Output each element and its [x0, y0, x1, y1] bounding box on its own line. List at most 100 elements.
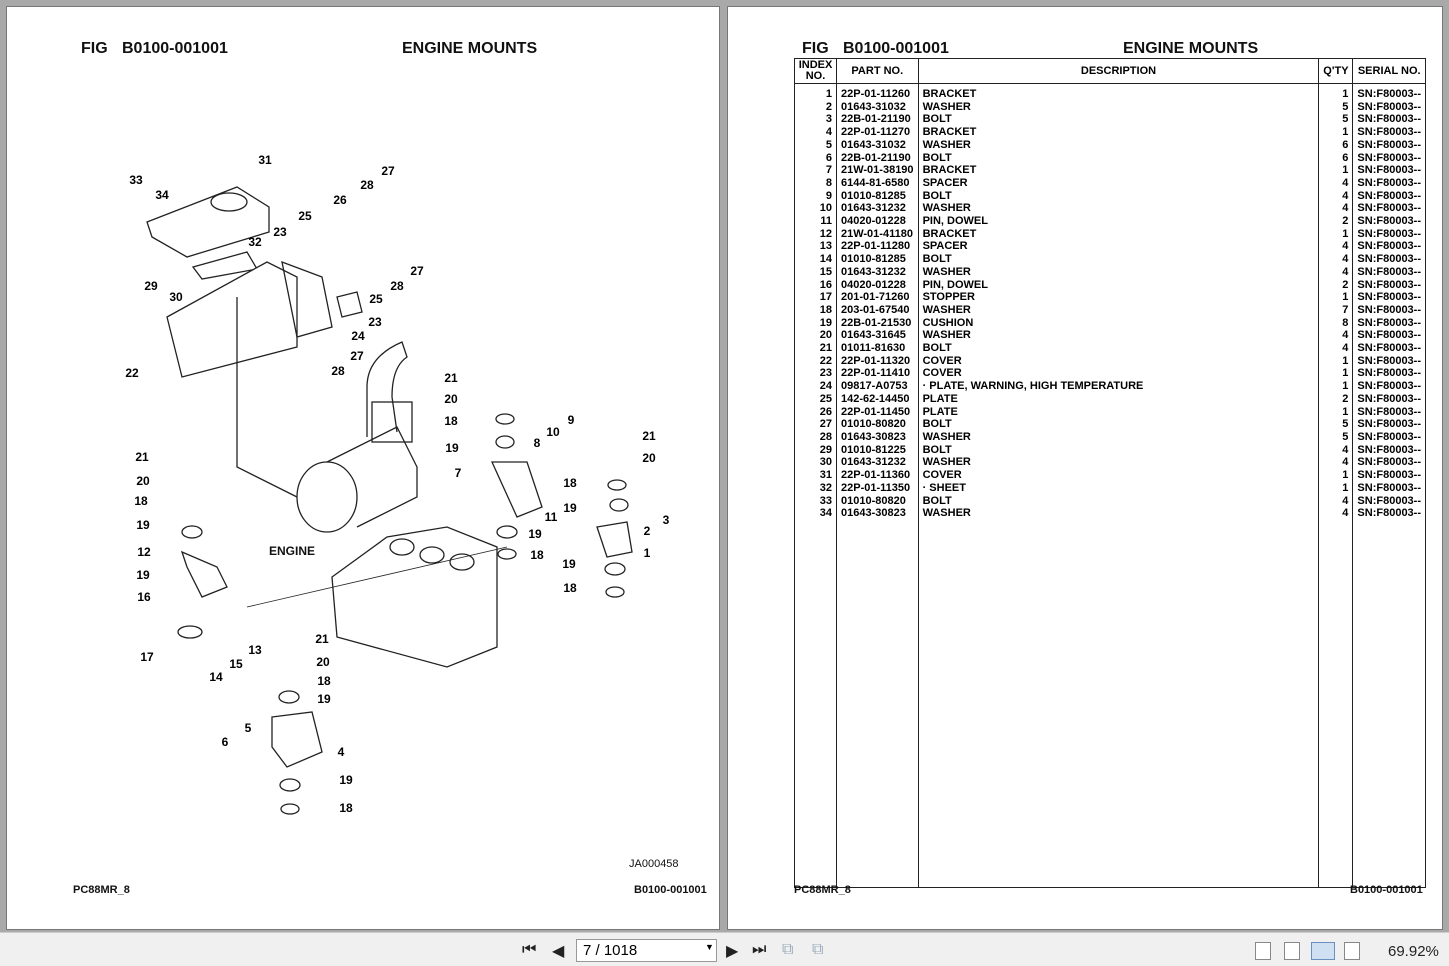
filler-cell — [1318, 519, 1354, 889]
cell-qty: 1 — [1318, 481, 1354, 495]
callout-number: 19 — [562, 557, 576, 571]
cell-description: CUSHION — [917, 316, 1320, 330]
rotate-alt-icon[interactable]: ⧉ — [812, 941, 824, 958]
callout-number: 11 — [544, 510, 558, 524]
cell-part-no: 22B-01-21190 — [836, 151, 919, 165]
callout-number: 20 — [136, 474, 150, 488]
cell-part-no: 01643-31032 — [836, 138, 919, 152]
cell-index: 6 — [794, 151, 837, 165]
engine-mounts-diagram — [146, 186, 633, 815]
callout-number: 3 — [662, 513, 670, 527]
cell-part-no: 22P-01-11360 — [836, 469, 919, 482]
two-page-continuous-icon[interactable] — [1344, 942, 1360, 960]
cell-index: 33 — [794, 494, 837, 508]
single-page-icon[interactable] — [1255, 942, 1271, 960]
callout-number: 20 — [444, 392, 458, 406]
callout-number: 14 — [209, 670, 223, 684]
zoom-level[interactable]: 69.92% — [1388, 943, 1439, 960]
cell-description: BOLT — [917, 151, 1320, 165]
page-number-input[interactable] — [576, 939, 717, 962]
callout-number: 20 — [642, 451, 656, 465]
cell-serial: SN:F80003-- — [1352, 354, 1426, 368]
callout-number: 28 — [360, 178, 374, 192]
continuous-icon[interactable] — [1284, 942, 1300, 960]
callout-number: 16 — [137, 590, 151, 604]
cell-serial: SN:F80003-- — [1352, 456, 1426, 470]
cell-index: 27 — [794, 418, 837, 431]
cell-description: · SHEET — [917, 481, 1320, 495]
callout-number: 23 — [273, 225, 287, 239]
cell-index: 5 — [794, 138, 837, 152]
chevron-down-icon[interactable]: ▼ — [705, 942, 714, 952]
footer-code: B0100-001001 — [1350, 884, 1423, 896]
cell-part-no: 22P-01-11320 — [836, 354, 919, 368]
cell-serial: SN:F80003-- — [1352, 202, 1426, 216]
cell-serial: SN:F80003-- — [1352, 303, 1426, 317]
cell-serial: SN:F80003-- — [1352, 265, 1426, 279]
cell-part-no: 01010-80820 — [836, 494, 919, 508]
cell-serial: SN:F80003-- — [1352, 164, 1426, 177]
cell-index: 18 — [794, 303, 837, 317]
cell-index: 20 — [794, 329, 837, 343]
cell-index: 3 — [794, 113, 837, 127]
cell-part-no: 01643-30823 — [836, 507, 919, 520]
last-page-icon[interactable]: ⏭ — [752, 941, 767, 958]
cell-serial: SN:F80003-- — [1352, 253, 1426, 266]
drawing-id: JA000458 — [629, 858, 679, 870]
first-page-icon[interactable]: ⏮ — [522, 941, 537, 958]
callout-number: 30 — [169, 290, 183, 304]
callout-number: 23 — [368, 315, 382, 329]
prev-page-icon[interactable]: ◀ — [552, 943, 565, 960]
cell-index: 17 — [794, 291, 837, 304]
cell-serial: SN:F80003-- — [1352, 443, 1426, 457]
cell-description: WASHER — [917, 456, 1320, 470]
callout-number: 19 — [445, 441, 459, 455]
cell-index: 8 — [794, 176, 837, 190]
cell-serial: SN:F80003-- — [1352, 342, 1426, 355]
cell-part-no: 01643-31232 — [836, 202, 919, 216]
two-page-icon[interactable] — [1311, 942, 1335, 960]
cell-index: 28 — [794, 430, 837, 444]
cell-index: 23 — [794, 367, 837, 381]
col-description: DESCRIPTION — [917, 58, 1320, 84]
cell-index: 16 — [794, 278, 837, 292]
cell-qty: 5 — [1318, 430, 1354, 444]
next-page-icon[interactable]: ▶ — [726, 943, 739, 960]
callout-number: 26 — [333, 193, 347, 207]
cell-description: COVER — [917, 367, 1320, 381]
callout-number: 7 — [454, 466, 462, 480]
callout-number: 31 — [258, 153, 272, 167]
cell-qty: 4 — [1318, 507, 1354, 520]
cell-description: BOLT — [917, 494, 1320, 508]
table-header: INDEX NO. PART NO. DESCRIPTION Q'TY SERI… — [794, 58, 1426, 84]
cell-qty: 4 — [1318, 456, 1354, 470]
cell-description: · PLATE, WARNING, HIGH TEMPERATURE — [917, 380, 1320, 393]
cell-part-no: 22P-01-11270 — [836, 126, 919, 139]
cell-part-no: 6144-81-6580 — [836, 176, 919, 190]
cell-index: 9 — [794, 189, 837, 203]
cell-part-no: 142-62-14450 — [836, 392, 919, 406]
cell-description: WASHER — [917, 430, 1320, 444]
col-part-no: PART NO. — [836, 58, 919, 84]
callout-number: 12 — [137, 545, 151, 559]
cell-part-no: 01010-81225 — [836, 443, 919, 457]
cell-qty: 6 — [1318, 151, 1354, 165]
cell-description: BOLT — [917, 342, 1320, 355]
cell-serial: SN:F80003-- — [1352, 176, 1426, 190]
cell-serial: SN:F80003-- — [1352, 430, 1426, 444]
cell-qty: 5 — [1318, 418, 1354, 431]
rotate-icon[interactable]: ⧉ — [782, 941, 794, 958]
cell-description: BOLT — [917, 189, 1320, 203]
cell-part-no: 21W-01-38190 — [836, 164, 919, 177]
cell-index: 7 — [794, 164, 837, 177]
callout-number: 22 — [125, 366, 139, 380]
